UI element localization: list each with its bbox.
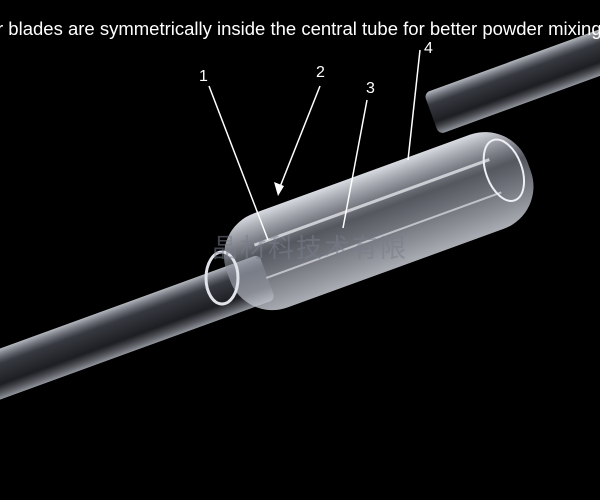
tube-ring — [204, 250, 240, 306]
label-2: 2 — [316, 64, 325, 81]
caption-text: r blades are symmetrically inside the ce… — [0, 18, 600, 39]
label-1: 1 — [199, 68, 208, 85]
pointer-4 — [407, 49, 421, 161]
right-tube — [425, 5, 600, 133]
label-4: 4 — [424, 40, 433, 57]
pointer-1 — [208, 85, 269, 241]
left-tube — [0, 255, 274, 408]
pointer-3 — [342, 99, 368, 229]
pointer-2 — [277, 85, 321, 193]
central-tube — [223, 132, 534, 311]
label-3: 3 — [366, 80, 375, 97]
watermark: 晶材科技术有限 — [212, 234, 409, 264]
